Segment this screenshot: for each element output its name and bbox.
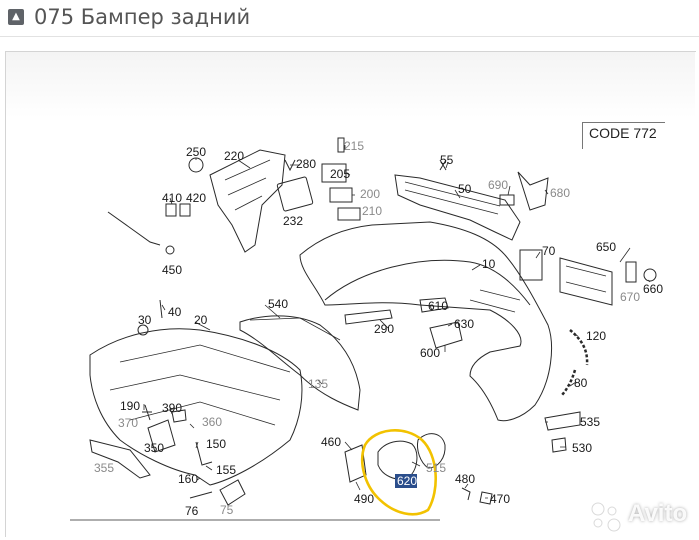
caret-up-icon[interactable]: ▲ <box>8 9 24 25</box>
callout-390[interactable]: 390 <box>162 401 182 415</box>
callout-490[interactable]: 490 <box>354 492 374 506</box>
part-70 <box>519 249 543 281</box>
part-350 <box>147 419 176 453</box>
part-490 <box>344 444 367 483</box>
callout-20[interactable]: 20 <box>194 313 208 327</box>
header-bar: ▲ 075 Бампер задний <box>0 0 699 37</box>
callout-10[interactable]: 10 <box>482 257 496 271</box>
callout-70[interactable]: 70 <box>542 244 556 258</box>
callout-290[interactable]: 290 <box>374 322 394 336</box>
callout-210[interactable]: 210 <box>362 204 382 218</box>
callout-660[interactable]: 660 <box>643 282 663 296</box>
part-620 <box>377 440 418 480</box>
callout-470[interactable]: 470 <box>490 492 510 506</box>
callout-205[interactable]: 205 <box>330 167 350 181</box>
part-sensor-200 <box>329 187 353 203</box>
callout-410[interactable]: 410 <box>162 191 182 205</box>
selected-callout-box <box>395 474 417 488</box>
callout-80[interactable]: 80 <box>574 376 588 390</box>
part-left-bracket <box>209 149 286 253</box>
part-plate-bracket <box>559 257 613 306</box>
diagram-panel <box>5 51 696 537</box>
callout-480[interactable]: 480 <box>455 472 475 486</box>
callout-360[interactable]: 360 <box>202 415 222 429</box>
callout-450[interactable]: 450 <box>162 263 182 277</box>
callout-630[interactable]: 630 <box>454 317 474 331</box>
part-rear-bumper <box>299 221 552 422</box>
watermark-text: Avito <box>628 500 688 527</box>
avito-dots-icon <box>591 502 621 532</box>
callout-150[interactable]: 150 <box>206 437 226 451</box>
part-impact-bar <box>394 174 521 241</box>
callout-75[interactable]: 75 <box>220 503 234 517</box>
part-610 <box>419 297 449 313</box>
callout-690[interactable]: 690 <box>488 178 508 192</box>
part-middle-trim <box>239 315 361 411</box>
callout-135[interactable]: 135 <box>308 377 328 391</box>
callout-420[interactable]: 420 <box>186 191 206 205</box>
callout-530[interactable]: 530 <box>572 441 592 455</box>
callout-200[interactable]: 200 <box>360 187 380 201</box>
callout-610[interactable]: 610 <box>428 299 448 313</box>
page-title: 075 Бампер задний <box>34 5 251 29</box>
callout-600[interactable]: 600 <box>420 346 440 360</box>
avito-watermark <box>584 497 694 533</box>
callout-40[interactable]: 40 <box>168 305 182 319</box>
part-lower-diffuser <box>89 328 303 486</box>
callout-280[interactable]: 280 <box>296 157 316 171</box>
part-355 <box>89 439 151 479</box>
callout-220[interactable]: 220 <box>224 149 244 163</box>
part-250 <box>188 157 204 173</box>
part-cover-232 <box>276 176 314 212</box>
callout-650[interactable]: 650 <box>596 240 616 254</box>
callout-190[interactable]: 190 <box>120 399 140 413</box>
code-box <box>582 122 665 149</box>
callout-120[interactable]: 120 <box>586 329 606 343</box>
callout-680[interactable]: 680 <box>550 186 570 200</box>
callout-355[interactable]: 355 <box>94 461 114 475</box>
callout-215[interactable]: 215 <box>344 139 364 153</box>
panel-shade <box>6 52 695 118</box>
callout-55[interactable]: 55 <box>440 153 454 167</box>
callout-232[interactable]: 232 <box>283 214 303 228</box>
highlight-loop <box>360 429 438 516</box>
part-600 <box>429 321 463 349</box>
callout-540[interactable]: 540 <box>268 297 288 311</box>
callout-50[interactable]: 50 <box>458 182 472 196</box>
callout-76[interactable]: 76 <box>185 504 199 518</box>
callout-250[interactable]: 250 <box>186 145 206 159</box>
callout-30[interactable]: 30 <box>138 313 152 327</box>
callout-535[interactable]: 535 <box>580 415 600 429</box>
callout-160[interactable]: 160 <box>178 472 198 486</box>
part-290 <box>344 309 393 325</box>
callout-370[interactable]: 370 <box>118 416 138 430</box>
callout-515[interactable]: 515 <box>426 461 446 475</box>
callout-350[interactable]: 350 <box>144 441 164 455</box>
part-515 <box>417 433 446 469</box>
callout-460[interactable]: 460 <box>321 435 341 449</box>
callout-620[interactable]: 620 <box>397 474 417 488</box>
code-label: CODE 772 <box>589 125 657 141</box>
callout-670[interactable]: 670 <box>620 290 640 304</box>
part-clip-210 <box>337 207 361 221</box>
callout-155[interactable]: 155 <box>216 463 236 477</box>
